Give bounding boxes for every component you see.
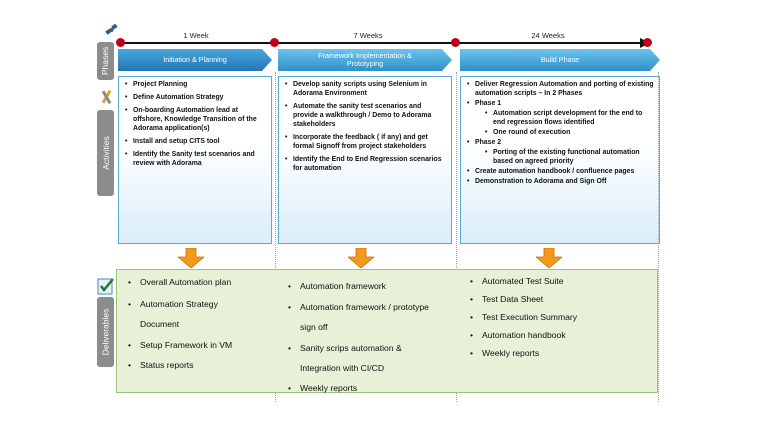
activity-item: Identify the Sanity test scenarios and r… bbox=[125, 150, 268, 168]
activity-subitem: One round of execution bbox=[485, 128, 656, 137]
satellite-icon bbox=[104, 23, 120, 43]
activity-item: On-boarding Automation lead at offshore,… bbox=[125, 106, 268, 133]
timeline-label-2: 7 Weeks bbox=[353, 31, 383, 40]
activity-item: Install and setup CITS tool bbox=[125, 137, 268, 146]
deliverable-item: Automated Test Suite bbox=[470, 272, 654, 290]
deliverable-item: Setup Framework in VM bbox=[128, 337, 272, 353]
deliverable-item: Test Data Sheet bbox=[470, 290, 654, 308]
deliverable-item: Overall Automation plan bbox=[128, 274, 272, 290]
activities-box-initiation: Project Planning Define Automation Strat… bbox=[118, 76, 272, 244]
activity-item: Develop sanity scripts using Selenium in… bbox=[285, 80, 448, 98]
column-separator bbox=[275, 72, 276, 402]
down-arrow-icon bbox=[178, 248, 204, 268]
activity-item: Define Automation Strategy bbox=[125, 93, 268, 102]
activities-box-build: Deliver Regression Automation and portin… bbox=[460, 76, 660, 244]
activity-subitem: Porting of the existing functional autom… bbox=[485, 148, 656, 166]
deliverables-col-build: Automated Test Suite Test Data Sheet Tes… bbox=[464, 272, 654, 362]
deliverables-col-framework: Automation framework Automation framewor… bbox=[282, 272, 452, 397]
timeline-label-1: 1 Week bbox=[183, 31, 209, 40]
column-separator bbox=[456, 72, 457, 402]
deliverable-item: Test Execution Summary bbox=[470, 308, 654, 326]
timeline-label-3: 24 Weeks bbox=[531, 31, 565, 40]
activity-item: Phase 1 bbox=[467, 99, 656, 108]
deliverable-item: Weekly reports bbox=[470, 344, 654, 362]
timeline-milestone-dot bbox=[116, 38, 125, 47]
phase-build: Build Phase bbox=[460, 49, 660, 71]
deliverables-side-label: Deliverables bbox=[97, 297, 114, 367]
timeline-milestone-dot bbox=[270, 38, 279, 47]
timeline-line bbox=[120, 42, 646, 44]
phase-framework-implementation: Framework Implementation & Prototyping bbox=[278, 49, 452, 71]
activity-item: Automate the sanity test scenarios and p… bbox=[285, 102, 448, 129]
down-arrow-icon bbox=[348, 248, 374, 268]
activity-item: Create automation handbook / confluence … bbox=[467, 167, 656, 176]
activity-item: Incorporate the feedback ( if any) and g… bbox=[285, 133, 448, 151]
activity-item: Phase 2 bbox=[467, 138, 656, 147]
activities-box-framework: Develop sanity scripts using Selenium in… bbox=[278, 76, 452, 244]
deliverables-col-initiation: Overall Automation plan Automation Strat… bbox=[122, 272, 272, 373]
deliverable-item: Automation framework / prototype sign of… bbox=[288, 297, 430, 337]
timeline-milestone-dot bbox=[643, 38, 652, 47]
activity-item: Project Planning bbox=[125, 80, 268, 89]
deliverable-item: Weekly reports bbox=[288, 379, 452, 397]
activities-side-label: Activities bbox=[97, 110, 114, 196]
deliverable-item: Automation Strategy Document bbox=[128, 294, 236, 334]
checklist-icon bbox=[96, 276, 116, 301]
deliverable-item: Automation handbook bbox=[470, 326, 654, 344]
deliverable-item: Status reports bbox=[128, 357, 272, 373]
phase-initiation-planning: Initiation & Planning bbox=[118, 49, 272, 71]
activity-item: Deliver Regression Automation and portin… bbox=[467, 80, 656, 98]
deliverable-item: Automation framework bbox=[288, 276, 452, 296]
phases-side-label: Phases bbox=[97, 42, 114, 80]
activity-subitem: Automation script development for the en… bbox=[485, 109, 656, 127]
tools-icon bbox=[99, 88, 115, 111]
deliverable-item: Sanity scrips automation & Integration w… bbox=[288, 338, 440, 378]
column-separator bbox=[658, 72, 659, 402]
activity-item: Identify the End to End Regression scena… bbox=[285, 155, 448, 173]
activity-item: Demonstration to Adorama and Sign Off bbox=[467, 177, 656, 186]
down-arrow-icon bbox=[536, 248, 562, 268]
timeline-milestone-dot bbox=[451, 38, 460, 47]
